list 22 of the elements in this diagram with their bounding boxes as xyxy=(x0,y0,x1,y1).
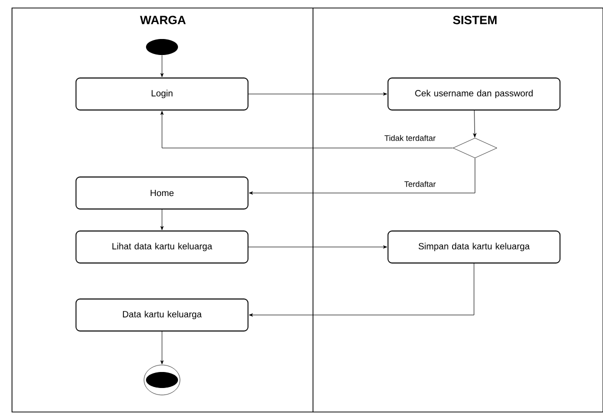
arrow xyxy=(473,110,476,138)
arrow xyxy=(160,209,164,230)
activity-box: Lihat data kartu keluarga xyxy=(76,230,248,264)
arrow xyxy=(160,54,164,78)
edge-label: Terdaftar xyxy=(403,180,437,188)
end-node xyxy=(144,364,180,396)
activity-box: Simpan data kartu keluarga xyxy=(388,230,560,264)
arrow xyxy=(248,92,388,96)
arrow xyxy=(248,263,474,317)
arrow xyxy=(248,158,476,195)
activity-box: Home xyxy=(76,176,248,210)
decision-diamond xyxy=(452,138,498,158)
activity-box: Data kartu keluarga xyxy=(76,298,248,332)
arrow xyxy=(248,245,388,249)
arrow xyxy=(160,331,164,364)
lane-header: SISTEM xyxy=(453,16,497,24)
arrow xyxy=(160,110,454,148)
start-node xyxy=(146,39,178,55)
activity-box: Cek username dan password xyxy=(388,78,560,110)
lane-header: WARGA xyxy=(140,16,186,24)
edge-label: Tidak terdaftar xyxy=(383,134,437,142)
activity-box: Login xyxy=(76,78,248,110)
